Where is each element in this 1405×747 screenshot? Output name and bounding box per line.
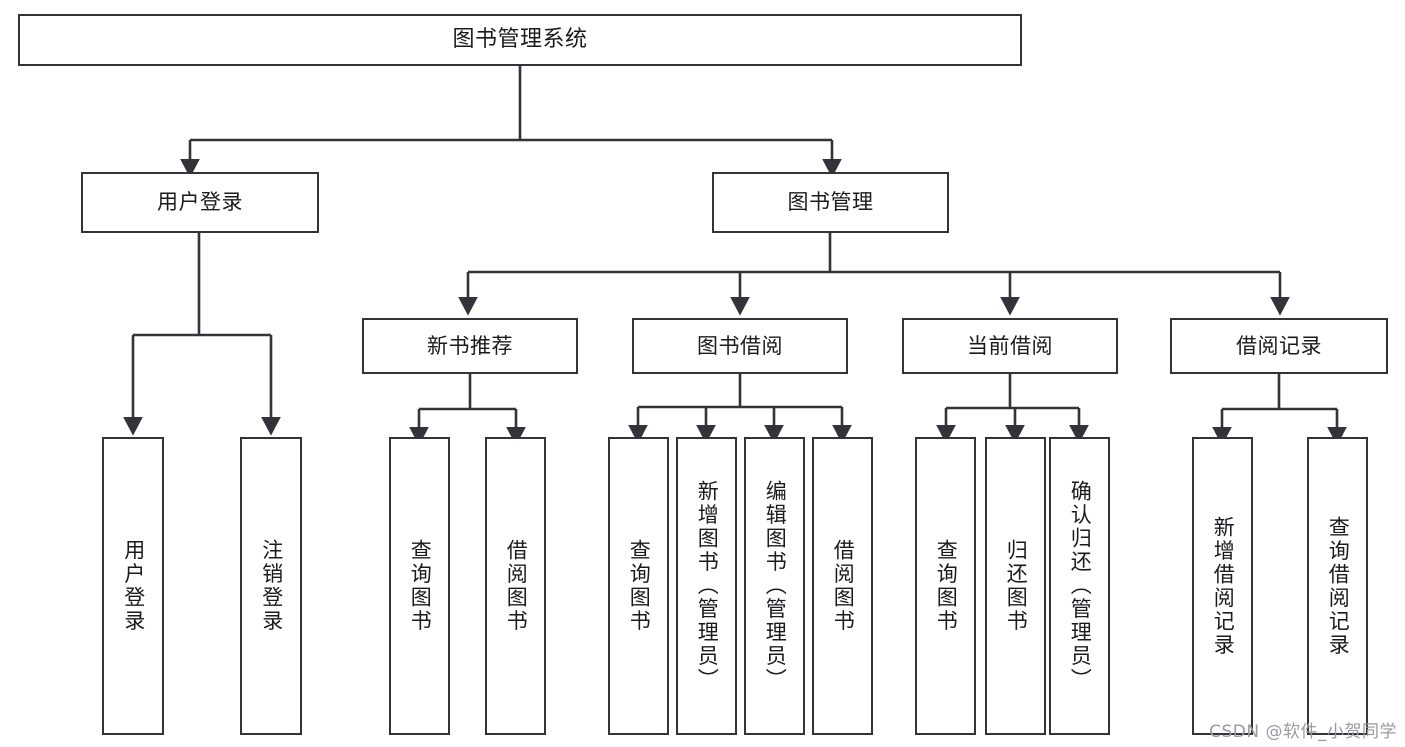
node-borrow-records[interactable]: 借阅记录 [1170, 318, 1388, 374]
node-label: 当前借阅 [967, 333, 1053, 358]
leaf-edit-book-admin[interactable]: 编辑图书（管理员） [744, 437, 805, 735]
node-label: 图书管理系统 [452, 27, 588, 53]
leaf-add-borrow-record[interactable]: 新增借阅记录 [1192, 437, 1253, 735]
node-label: 新增借阅记录 [1211, 515, 1236, 657]
leaf-user-login[interactable]: 用户登录 [102, 437, 164, 735]
node-label: 新增图书（管理员） [695, 480, 720, 692]
node-label: 图书管理 [787, 190, 874, 215]
node-label: 借阅图书 [831, 539, 856, 633]
node-book-borrow[interactable]: 图书借阅 [632, 318, 848, 374]
leaf-add-book-admin[interactable]: 新增图书（管理员） [676, 437, 737, 735]
node-book-management[interactable]: 图书管理 [712, 172, 949, 233]
leaf-query-borrow-record[interactable]: 查询借阅记录 [1307, 437, 1368, 735]
node-label: 确认归还（管理员） [1068, 480, 1093, 692]
node-label: 注销登录 [259, 539, 284, 633]
node-label: 用户登录 [121, 539, 146, 633]
leaf-user-logout[interactable]: 注销登录 [240, 437, 302, 735]
node-label: 图书借阅 [697, 333, 783, 358]
leaf-return-books[interactable]: 归还图书 [985, 437, 1046, 735]
node-label: 查询图书 [934, 539, 959, 633]
node-label: 用户登录 [157, 190, 243, 215]
node-label: 编辑图书（管理员） [763, 480, 788, 692]
node-label: 归还图书 [1004, 539, 1029, 633]
node-user-login[interactable]: 用户登录 [81, 172, 319, 233]
node-label: 查询图书 [408, 539, 433, 633]
node-current-borrow[interactable]: 当前借阅 [902, 318, 1118, 374]
leaf-confirm-return-admin[interactable]: 确认归还（管理员） [1049, 437, 1110, 735]
node-root-system[interactable]: 图书管理系统 [18, 14, 1022, 66]
leaf-borrow-books-recommend[interactable]: 借阅图书 [485, 437, 546, 735]
node-label: 借阅图书 [504, 539, 529, 633]
node-label: 查询借阅记录 [1326, 515, 1351, 657]
node-label: 查询图书 [627, 539, 652, 633]
leaf-query-books-borrow[interactable]: 查询图书 [608, 437, 669, 735]
node-new-book-recommend[interactable]: 新书推荐 [362, 318, 578, 374]
leaf-query-books-recommend[interactable]: 查询图书 [389, 437, 450, 735]
leaf-query-books-current[interactable]: 查询图书 [915, 437, 976, 735]
leaf-borrow-books[interactable]: 借阅图书 [812, 437, 873, 735]
node-label: 新书推荐 [427, 333, 513, 358]
node-label: 借阅记录 [1236, 333, 1322, 358]
